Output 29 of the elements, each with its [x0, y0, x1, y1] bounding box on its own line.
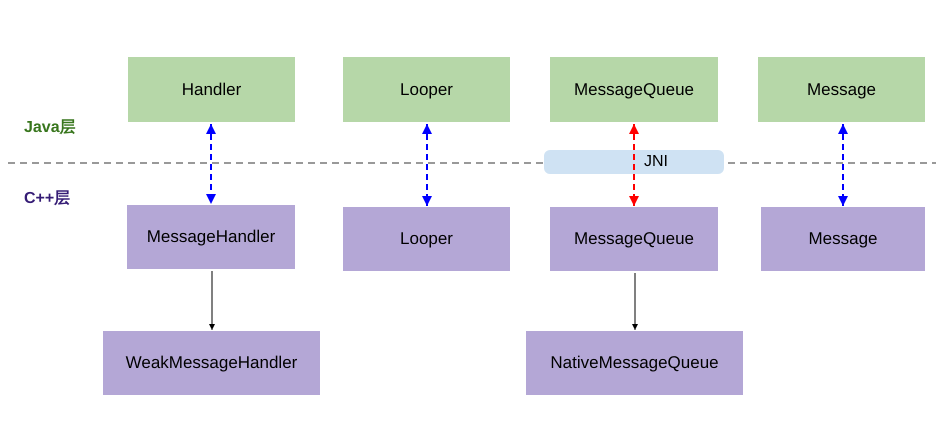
class-box: [550, 57, 718, 122]
class-box: [526, 331, 743, 395]
layer-label: C++层: [24, 189, 70, 209]
box-label: NativeMessageQueue: [550, 352, 719, 374]
class-box: [761, 207, 925, 271]
arrow: [629, 124, 639, 206]
box-label: MessageQueue: [574, 78, 694, 101]
class-box: [127, 205, 295, 269]
arrow: [632, 272, 638, 330]
class-box: [758, 57, 925, 122]
layer-label: Java层: [24, 118, 76, 138]
edge-label: JNI: [644, 152, 668, 172]
box-label: Message: [807, 78, 876, 101]
arrow: [838, 124, 848, 206]
box-label: Handler: [182, 78, 242, 101]
box-label: MessageHandler: [146, 226, 276, 248]
class-box: [343, 57, 510, 122]
class-box: [103, 331, 320, 395]
box-label: MessageQueue: [574, 228, 694, 250]
arrow: [206, 124, 216, 204]
box-label: Looper: [400, 78, 453, 101]
class-box: [128, 57, 295, 122]
arrow: [209, 270, 215, 330]
box-label: Looper: [400, 228, 453, 250]
box-label: WeakMessageHandler: [126, 352, 298, 374]
class-box: [343, 207, 510, 271]
arrow: [422, 124, 432, 206]
class-box: [550, 207, 718, 271]
box-label: Message: [808, 228, 878, 250]
